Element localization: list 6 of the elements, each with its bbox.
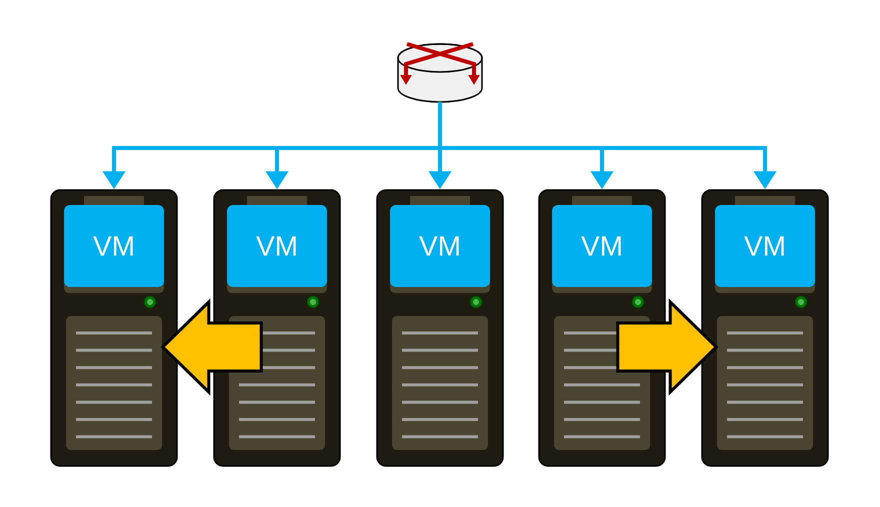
vm-screen: VM [64, 205, 164, 287]
vm-screen: VM [552, 205, 652, 287]
vm-screen: VM [715, 205, 815, 287]
vm-screen: VM [390, 205, 490, 287]
vm-screen: VM [227, 205, 327, 287]
router-icon [397, 42, 483, 103]
